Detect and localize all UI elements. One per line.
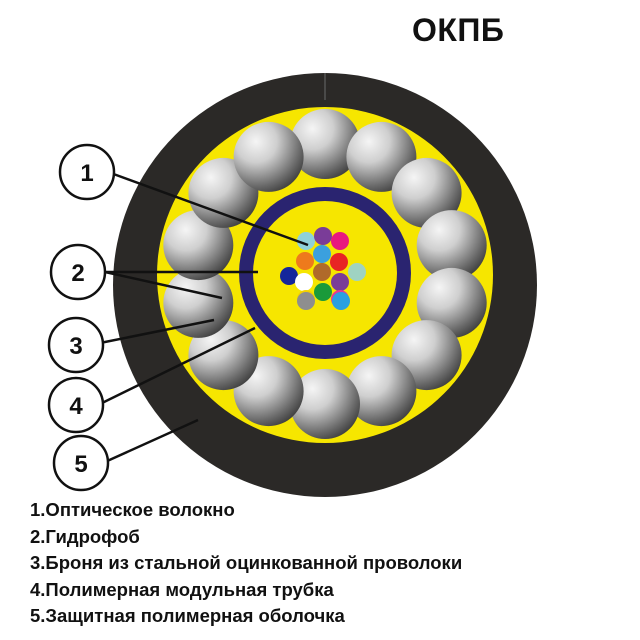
optical-fiber: [314, 283, 332, 301]
legend: 1.Оптическое волокно 2.Гидрофоб 3.Броня …: [30, 497, 630, 630]
optical-fiber: [313, 263, 331, 281]
callout-4-circle: [47, 376, 105, 434]
callout-1-circle: [58, 143, 116, 201]
callout-4-label: 4: [69, 393, 83, 420]
callout-2-label: 2: [71, 260, 84, 287]
optical-fiber: [330, 253, 348, 271]
callout-3: 3: [47, 316, 105, 374]
optical-fiber: [314, 227, 332, 245]
optical-fiber: [297, 232, 315, 250]
callout-3-circle: [47, 316, 105, 374]
armor-wire: [416, 267, 487, 338]
armor-wire: [290, 369, 360, 439]
callout-5-circle: [52, 434, 110, 492]
legend-item-outer-sheath: 5.Защитная полимерная оболочка: [30, 605, 345, 626]
leader-4: [99, 326, 256, 406]
optical-fiber: [348, 263, 366, 281]
callout-4: 4: [47, 376, 105, 434]
leader-1: [107, 170, 309, 247]
optical-fiber: [295, 273, 313, 291]
armor-wire: [163, 267, 234, 338]
optical-fiber: [331, 232, 349, 250]
callout-leaders: [99, 170, 309, 464]
callout-5-label: 5: [74, 451, 87, 478]
callout-2-circle: [49, 243, 107, 301]
optical-fiber: [296, 252, 314, 270]
leader-2b: [104, 270, 223, 300]
callout-2: 2: [49, 243, 107, 301]
optical-fiber: [331, 273, 349, 291]
armor-wire: [391, 157, 462, 228]
legend-item-steel-armor: 3.Броня из стальной оцинкованной проволо…: [30, 552, 463, 573]
optical-fiber: [280, 267, 298, 285]
callout-5: 5: [52, 434, 110, 492]
armor-wire: [233, 121, 304, 192]
legend-item-optical-fiber: 1.Оптическое волокно: [30, 499, 235, 520]
optical-fiber: [332, 292, 350, 310]
callout-1: 1: [58, 143, 116, 201]
legend-item-hydrophobic-gel: 2.Гидрофоб: [30, 525, 140, 547]
leader-5: [104, 418, 199, 464]
callout-1-label: 1: [80, 160, 93, 187]
armor-wires: [163, 109, 487, 439]
armor-wire: [346, 356, 417, 427]
armor-wire: [416, 210, 487, 281]
leader-3: [99, 318, 215, 345]
callout-3-label: 3: [69, 333, 82, 360]
diagram-title: ОКПБ: [412, 12, 505, 48]
optical-fiber: [313, 245, 331, 263]
armor-wire: [290, 109, 360, 179]
armor-wire: [188, 320, 259, 391]
armor-wire: [163, 210, 234, 281]
optical-fiber: [297, 292, 315, 310]
legend-item-polymer-tube: 4.Полимерная модульная трубка: [30, 578, 334, 600]
optical-fibers: [280, 227, 366, 310]
